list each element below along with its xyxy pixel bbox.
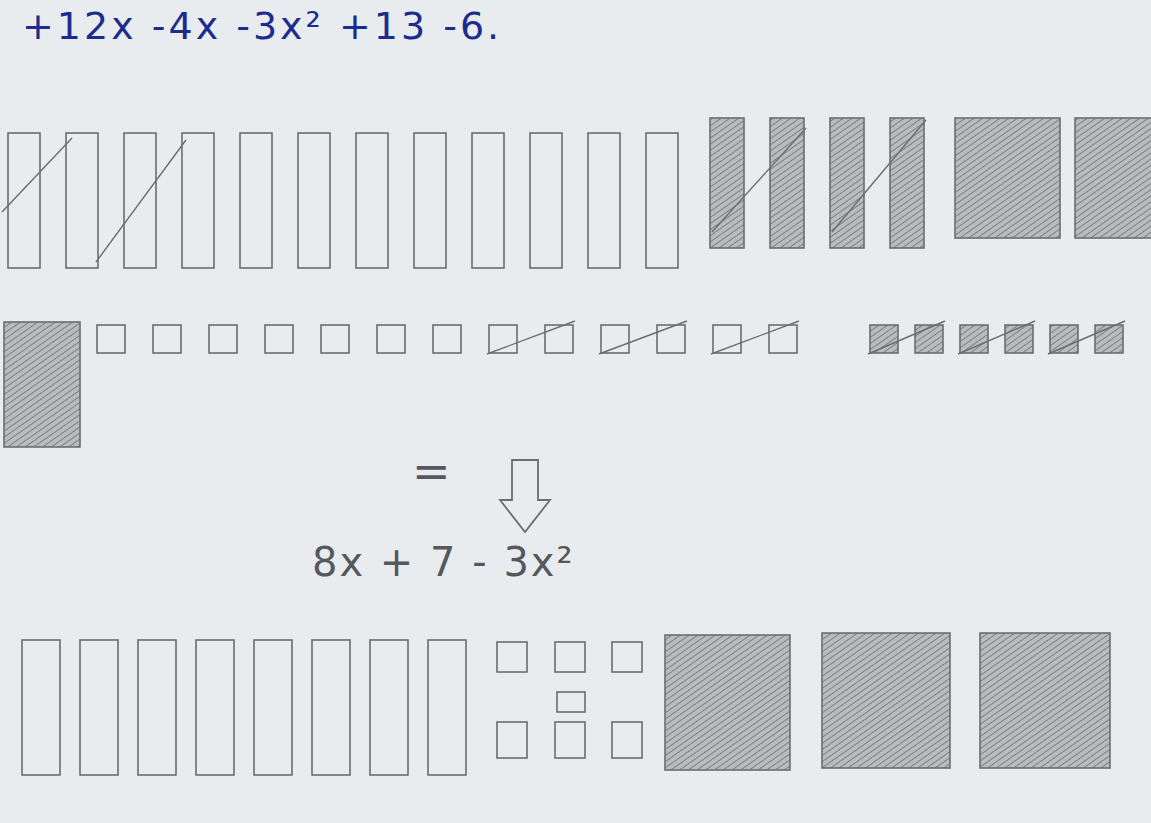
result-tiles — [22, 640, 642, 775]
down-arrow — [500, 460, 550, 532]
result-negative-squares — [665, 633, 1110, 770]
expression: +12x -4x -3x² +13 -6. — [22, 6, 502, 48]
negative-tiles — [4, 118, 1151, 447]
equals-sign: = — [412, 446, 451, 497]
result-expression: 8x + 7 - 3x² — [312, 540, 575, 584]
positive-x-tiles — [8, 133, 678, 268]
cancel-strokes — [2, 120, 1125, 354]
positive-unit-tiles — [97, 325, 797, 353]
